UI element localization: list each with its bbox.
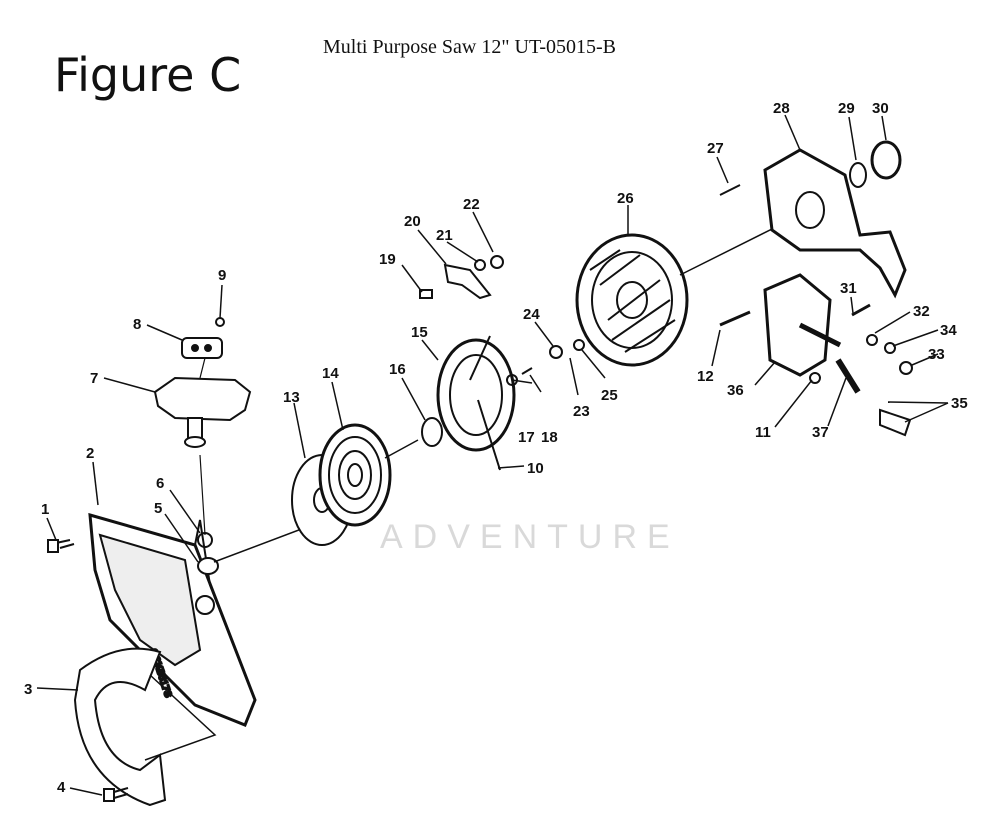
callout-33: 33 — [928, 346, 945, 363]
screw-27 — [719, 184, 741, 196]
callout-12: 12 — [697, 368, 714, 385]
starter-housing: CCK8517S — [88, 512, 257, 727]
starter-pulley — [436, 335, 516, 471]
callout-35: 35 — [951, 395, 968, 412]
cover-plate — [73, 647, 217, 807]
screw-31 — [851, 303, 871, 317]
leader-lines — [36, 114, 949, 796]
callout-15: 15 — [411, 324, 428, 341]
callout-34: 34 — [940, 322, 957, 339]
washer-25 — [573, 339, 585, 351]
callout-28: 28 — [773, 100, 790, 117]
callout-18: 18 — [541, 429, 558, 446]
callout-13: 13 — [283, 389, 300, 406]
product-title: Multi Purpose Saw 12" UT-05015-B — [323, 36, 616, 58]
screw-1 — [47, 539, 75, 553]
callout-27: 27 — [707, 140, 724, 157]
ignition-module — [763, 273, 842, 377]
bearing — [870, 140, 902, 180]
pulley-bushing — [421, 417, 443, 447]
callout-26: 26 — [617, 190, 634, 207]
callout-9: 9 — [218, 267, 226, 284]
callout-14: 14 — [322, 365, 339, 382]
starter-handle — [153, 376, 252, 448]
terminal-34 — [884, 342, 896, 354]
callout-23: 23 — [573, 403, 590, 420]
terminal-32 — [866, 334, 878, 346]
nut-23 — [549, 345, 563, 359]
pawl-assembly — [419, 255, 504, 300]
callout-labels: 1 2 3 4 5 6 7 8 9 10 11 12 13 14 15 16 1… — [24, 100, 968, 796]
callout-24: 24 — [523, 306, 540, 323]
screw-4 — [103, 787, 129, 802]
callout-37: 37 — [812, 424, 829, 441]
recoil-spring — [318, 423, 392, 527]
callout-21: 21 — [436, 227, 453, 244]
callout-19: 19 — [379, 251, 396, 268]
nut-33 — [899, 361, 913, 375]
callout-2: 2 — [86, 445, 94, 462]
callout-17: 17 — [518, 429, 535, 446]
screw-12 — [719, 310, 751, 327]
bushing — [197, 532, 213, 548]
callout-10: 10 — [527, 460, 544, 477]
callout-20: 20 — [404, 213, 421, 230]
callout-16: 16 — [389, 361, 406, 378]
figure-label: Figure C — [54, 48, 242, 102]
starter-post — [197, 557, 219, 575]
flywheel — [575, 233, 689, 367]
wire-37 — [835, 358, 861, 394]
callout-31: 31 — [840, 280, 857, 297]
spark-boot-35 — [879, 408, 912, 437]
callout-22: 22 — [463, 196, 480, 213]
handle-insert — [181, 337, 223, 379]
callout-5: 5 — [154, 500, 162, 517]
callout-8: 8 — [133, 316, 141, 333]
callout-6: 6 — [156, 475, 164, 492]
rope-knot — [215, 317, 225, 327]
callout-1: 1 — [41, 501, 49, 518]
callout-36: 36 — [727, 382, 744, 399]
seal — [849, 162, 867, 188]
callout-3: 3 — [24, 681, 32, 698]
callout-25: 25 — [601, 387, 618, 404]
callout-30: 30 — [872, 100, 889, 117]
ground-11 — [809, 372, 821, 384]
callout-11: 11 — [755, 424, 771, 441]
callout-4: 4 — [57, 779, 66, 796]
callout-32: 32 — [913, 303, 930, 320]
callout-29: 29 — [838, 100, 855, 117]
screw-18 — [521, 367, 533, 375]
callout-7: 7 — [90, 370, 98, 387]
crankcase-cover — [763, 148, 907, 299]
watermark: ADVENTURE — [380, 518, 680, 556]
